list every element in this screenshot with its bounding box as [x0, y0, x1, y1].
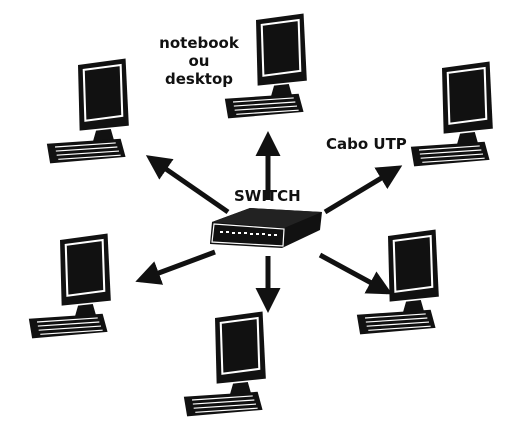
device-label-line1: notebook — [159, 34, 239, 52]
device-label-line3: desktop — [164, 70, 234, 88]
arrow-to-bottom-left — [135, 249, 216, 285]
computer-icon — [27, 232, 112, 340]
switch-icon — [210, 208, 322, 248]
arrow-to-top-left — [145, 155, 230, 215]
computer-icon — [45, 57, 130, 165]
computer-icon — [409, 60, 494, 168]
device-label: notebook ou desktop — [150, 34, 248, 88]
device-label-line2: ou — [188, 52, 210, 70]
arrow-to-bottom-right — [318, 252, 393, 295]
cable-label: Cabo UTP — [326, 135, 407, 153]
switch-label: SWITCH — [234, 187, 301, 205]
computer-icon — [182, 310, 267, 418]
cable-arrows — [135, 131, 403, 313]
arrow-to-top-right — [323, 165, 403, 215]
